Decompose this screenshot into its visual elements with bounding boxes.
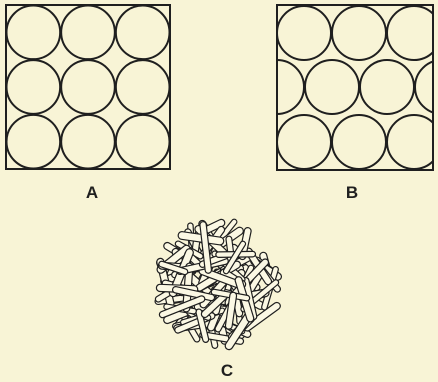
circle (60, 59, 116, 115)
circle (277, 114, 332, 170)
panel-b-label: B (345, 183, 359, 202)
circle (331, 5, 387, 61)
circle (114, 113, 171, 170)
circle (414, 60, 433, 114)
circle (359, 59, 415, 115)
circle (60, 4, 116, 61)
panel-a-frame (5, 4, 171, 170)
rod (200, 222, 211, 273)
rod (226, 292, 236, 329)
circle (5, 4, 62, 61)
circle (386, 5, 433, 61)
panel-c-random-rods (154, 218, 282, 351)
circle (114, 4, 171, 61)
panel-b-offset-packing (277, 5, 433, 170)
rod (244, 303, 280, 331)
rod (202, 292, 228, 317)
rod (224, 241, 245, 274)
rod (160, 296, 205, 318)
circle (277, 5, 332, 61)
panel-a-square-packing (5, 4, 171, 170)
panel-c-label: C (220, 361, 234, 380)
panel-b-frame (276, 4, 434, 171)
rod (173, 287, 214, 301)
circle (304, 59, 360, 115)
rod (225, 313, 252, 349)
rod (159, 261, 188, 275)
circle (386, 114, 433, 170)
circle (60, 113, 116, 170)
panel-a-label: A (85, 183, 99, 202)
circle (331, 114, 387, 170)
circle (5, 113, 62, 170)
rod (196, 309, 209, 342)
circle (114, 59, 171, 115)
circle (5, 59, 62, 115)
